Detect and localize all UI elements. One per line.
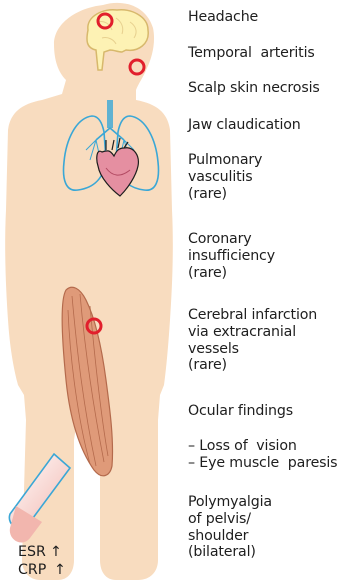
label-polymyalgia: Polymyalgia of pelvis/ shoulder (bilater… — [188, 494, 272, 561]
label-coronary-insufficiency: Coronary insufficiency (rare) — [188, 231, 275, 281]
label-scalp-skin-necrosis: Scalp skin necrosis — [188, 80, 320, 97]
label-ocular-details: – Loss of vision – Eye muscle paresis — [188, 438, 337, 472]
lab-esr-label: ESR — [18, 544, 46, 560]
label-cerebral-infarction: Cerebral infarction via extracranial ves… — [188, 307, 317, 374]
label-jaw-claudication: Jaw claudication — [188, 117, 301, 134]
label-headache: Headache — [188, 9, 258, 26]
label-pulmonary-vasculitis: Pulmonary vasculitis (rare) — [188, 152, 262, 202]
lab-crp-label: CRP — [18, 562, 46, 578]
lab-crp-arrow: ↑ — [54, 562, 66, 578]
label-temporal-arteritis: Temporal arteritis — [188, 45, 315, 62]
label-ocular-findings: Ocular findings — [188, 403, 293, 420]
lab-esr-arrow: ↑ — [50, 544, 62, 560]
